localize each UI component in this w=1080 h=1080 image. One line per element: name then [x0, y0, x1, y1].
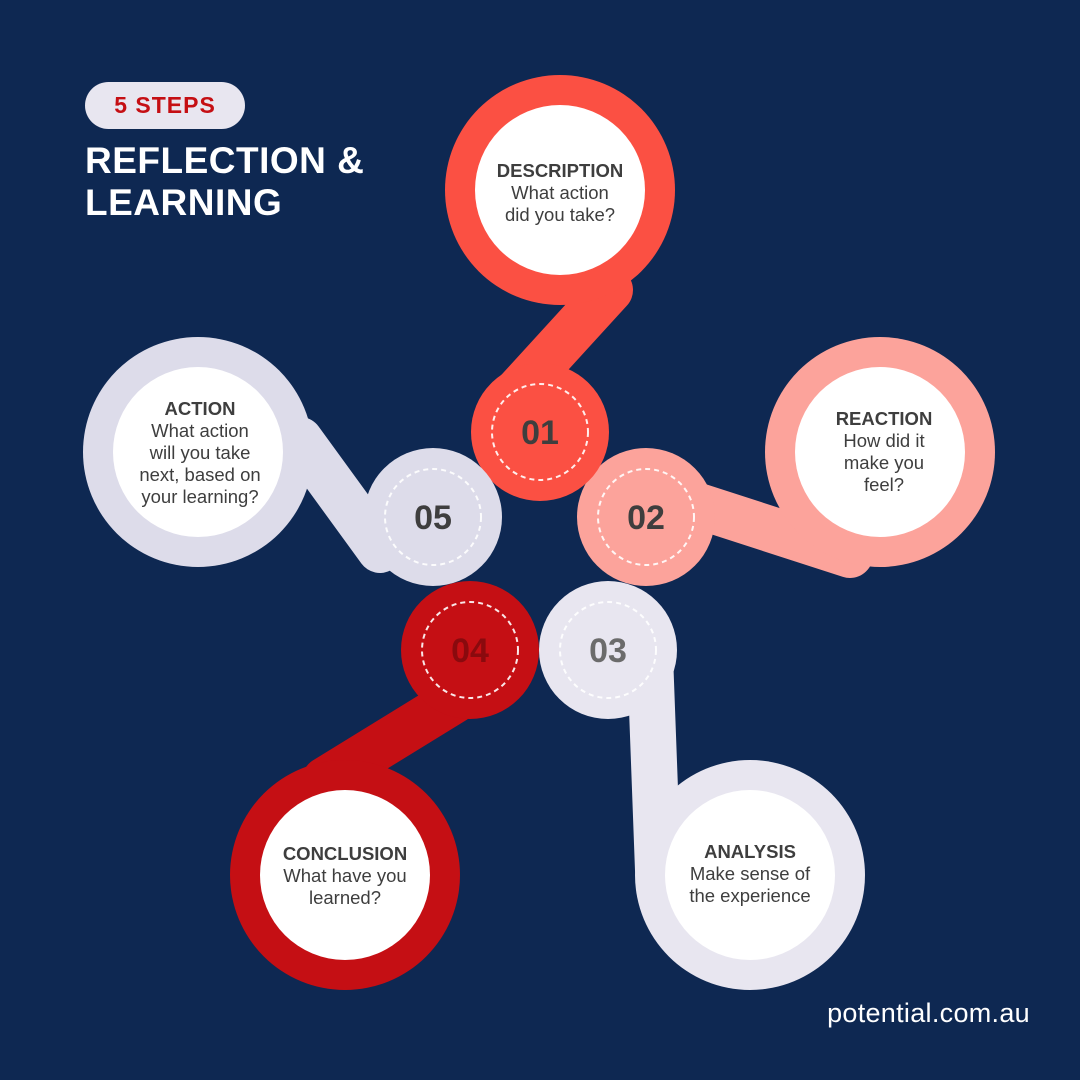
step-2-desc-line-3: feel? — [863, 474, 905, 495]
step-2-hub-dashed-ring — [597, 468, 695, 566]
step-1-title: DESCRIPTION — [496, 160, 624, 181]
footer-website: potential.com.au — [827, 998, 1030, 1028]
step-5-desc-line-3: next, based on — [139, 464, 261, 485]
step-5-desc-line-4: your learning? — [141, 486, 259, 507]
step-1-desc-line-2: did you take? — [504, 204, 616, 225]
step-2-outer-inner — [795, 367, 965, 537]
steps-badge-label: 5 STEPS — [114, 92, 216, 118]
step-1-desc-line-1: What action — [511, 182, 609, 203]
step-2-title: REACTION — [835, 408, 933, 429]
title-line-2: LEARNING — [85, 182, 283, 223]
step-3-number: 03 — [589, 632, 627, 670]
step-5-desc-line-1: What action — [151, 420, 249, 441]
title-line-1: REFLECTION & — [85, 140, 365, 181]
step-3-outer-inner — [665, 790, 835, 960]
step-2-desc-line-2: make you — [843, 452, 925, 473]
step-4-desc-line-1: What have you — [283, 865, 407, 886]
step-5-hub-dashed-ring — [384, 468, 482, 566]
step-4-number: 04 — [451, 632, 489, 670]
step-3-title: ANALYSIS — [704, 841, 796, 862]
step-3-text: ANALYSIS Make sense of the experience — [670, 841, 830, 907]
step-2-text: REACTION How did it make you feel? — [804, 408, 964, 496]
step-4-hub-dashed-ring — [421, 601, 519, 699]
step-1-outer-inner — [475, 105, 645, 275]
step-5-desc-line-2: will you take — [149, 442, 251, 463]
steps-badge: 5 STEPS — [85, 82, 245, 129]
step-5-text: ACTION What action will you take next, b… — [120, 398, 280, 508]
step-4-desc-line-2: learned? — [308, 887, 381, 908]
step-4-outer-inner — [260, 790, 430, 960]
step-5-number: 05 — [414, 499, 452, 537]
step-5-title: ACTION — [164, 398, 236, 419]
step-3-hub-dashed-ring — [559, 601, 657, 699]
step-3-desc-line-2: the experience — [689, 885, 811, 906]
step-4-title: CONCLUSION — [282, 843, 408, 864]
step-4-text: CONCLUSION What have you learned? — [265, 843, 425, 909]
page-title: REFLECTION & LEARNING — [85, 140, 425, 224]
step-1-number: 01 — [521, 414, 559, 452]
step-2-desc-line-1: How did it — [843, 430, 925, 451]
step-1-hub-dashed-ring — [491, 383, 589, 481]
step-3-desc-line-1: Make sense of — [689, 863, 811, 884]
step-1-text: DESCRIPTION What action did you take? — [480, 160, 640, 226]
step-5-outer-inner — [113, 367, 283, 537]
step-2-number: 02 — [627, 499, 665, 537]
